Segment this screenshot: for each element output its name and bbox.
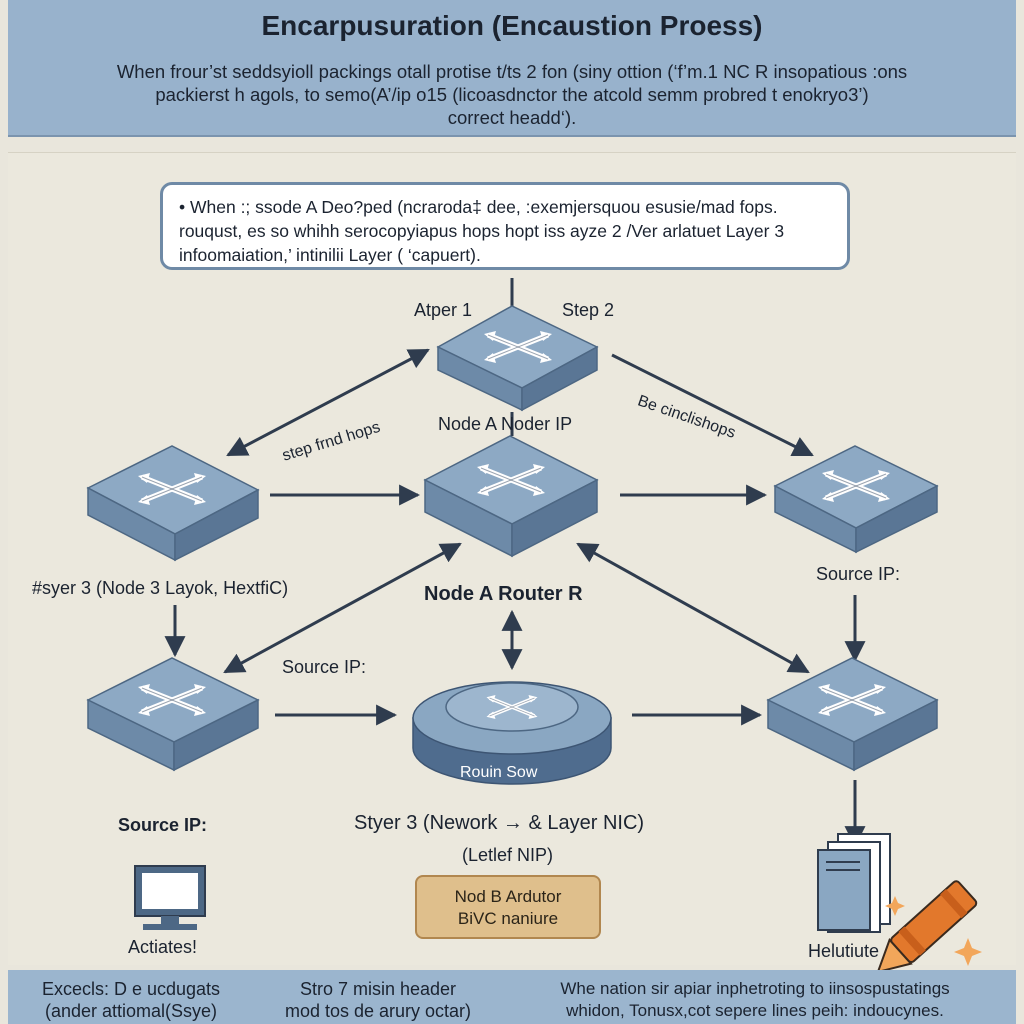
footer-mid-line1: Stro 7 misin header bbox=[299, 979, 457, 999]
switch-bottom-right bbox=[766, 657, 939, 772]
label-node-a-noder-ip: Node A Noder IP bbox=[438, 414, 573, 434]
arrows bbox=[164, 278, 866, 848]
callout-line1: • When :; ssode A Deo?ped (ncraroda‡ dee… bbox=[179, 197, 778, 217]
arrow-center-to-bottomright bbox=[576, 542, 810, 674]
switch-left bbox=[86, 445, 260, 562]
arrow-center-to-bottomleft bbox=[223, 542, 462, 674]
footer-mid-line2: mod tos de arury octar) bbox=[284, 1001, 472, 1021]
footer-middle: Stro 7 misin header mod tos de arury oct… bbox=[268, 978, 488, 1022]
server-documents-icon bbox=[817, 833, 891, 933]
crayon-icon bbox=[876, 880, 978, 974]
footer-left-line1: Excecls: D e ucdugats bbox=[41, 979, 221, 999]
arrow-left-to-top bbox=[226, 348, 430, 457]
switch-top bbox=[436, 305, 599, 412]
footer-band bbox=[8, 970, 1016, 1024]
label-helutiute: Helutiute bbox=[808, 941, 880, 961]
label-step2: Step 2 bbox=[562, 300, 615, 320]
switch-right bbox=[773, 445, 939, 554]
header-desc-line3: correct headd‘). bbox=[447, 107, 577, 128]
callout-line3: infoomaiation,’ intinilii Layer ( ‘capue… bbox=[179, 245, 481, 265]
label-step1: Atper 1 bbox=[414, 300, 473, 320]
footer-right-line1: Whe nation sir apiar inphetroting to iin… bbox=[560, 979, 950, 998]
arrow-top-to-right bbox=[611, 353, 814, 457]
label-source-ip-right: Source IP: bbox=[816, 564, 901, 584]
header-band: Encarpusuration (Encaustion Proess) When… bbox=[8, 0, 1016, 137]
label-syer3-node3: #syer 3 (Node 3 Layok, HextfiC) bbox=[32, 578, 289, 598]
page-title: Encarpusuration (Encaustion Proess) bbox=[261, 10, 763, 41]
label-letlef-nip: (Letlef NIP) bbox=[462, 845, 554, 865]
label-source-ip-left: Source IP: bbox=[118, 815, 208, 835]
footer-left-line2: (ander attiomal(Ssye) bbox=[44, 1001, 218, 1021]
switch-bottom-left bbox=[86, 657, 260, 772]
note-line1: Nod B Ardutor bbox=[454, 887, 562, 906]
header-desc-line2: packierst h agols, to semo(A’/ip o15 (li… bbox=[155, 84, 869, 105]
label-styer3-network: Styer 3 (Nework → & Layer NIC) bbox=[354, 812, 645, 834]
header-desc-line1: When frour’st seddsyioll packings otall … bbox=[116, 61, 908, 82]
header-description: When frour’st seddsyioll packings otall … bbox=[48, 60, 976, 129]
callout-box: • When :; ssode A Deo?ped (ncraroda‡ dee… bbox=[160, 182, 850, 270]
footer-right-line2: whidon, Tonusx,cot sepere lines peih: in… bbox=[566, 1001, 944, 1020]
label-source-ip-mid: Source IP: bbox=[282, 657, 367, 677]
switch-center bbox=[423, 435, 599, 558]
label-router-name: Rouin Sow bbox=[460, 764, 538, 781]
note-box: Nod B Ardutor BiVC naniure bbox=[415, 875, 601, 939]
label-actiates: Actiates! bbox=[128, 937, 198, 957]
label-node-a-router-r: Node A Router R bbox=[424, 583, 583, 605]
footer-left: Excecls: D e ucdugats (ander attiomal(Ss… bbox=[26, 978, 236, 1022]
callout-line2: rouqust, es so whihh serocopyiapus hops … bbox=[179, 221, 785, 241]
monitor-icon bbox=[134, 865, 206, 930]
router bbox=[412, 681, 612, 785]
sparkle-icon bbox=[885, 896, 982, 966]
note-line2: BiVC naniure bbox=[457, 909, 559, 928]
footer-right: Whe nation sir apiar inphetroting to iin… bbox=[505, 978, 1005, 1022]
